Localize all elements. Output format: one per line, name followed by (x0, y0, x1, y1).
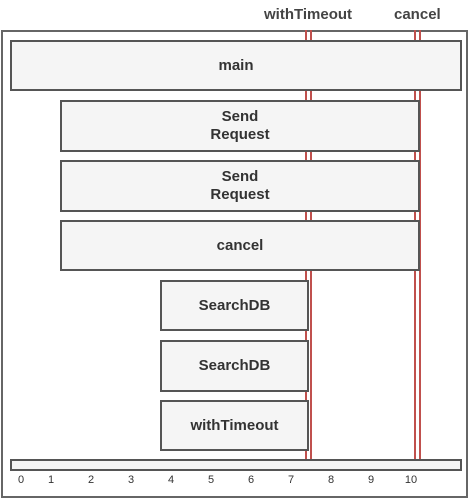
axis-tick-label: 6 (247, 474, 255, 486)
span-bar: cancel (60, 220, 420, 271)
axis-tick-label: 10 (404, 474, 418, 486)
span-bar: withTimeout (160, 400, 309, 451)
span-bar: Send Request (60, 160, 420, 212)
axis-tick-label: 2 (87, 474, 95, 486)
axis-tick-label: 0 (17, 474, 25, 486)
axis-tick-label: 5 (207, 474, 215, 486)
span-bar: SearchDB (160, 340, 309, 392)
span-bar: SearchDB (160, 280, 309, 331)
axis-tick-label: 4 (167, 474, 175, 486)
axis-tick-label: 9 (367, 474, 375, 486)
axis-tick-label: 8 (327, 474, 335, 486)
axis-tick-label: 1 (47, 474, 55, 486)
time-axis (10, 459, 462, 471)
axis-tick-label: 3 (127, 474, 135, 486)
marker-label: cancel (394, 6, 441, 23)
axis-tick-label: 7 (287, 474, 295, 486)
span-bar: main (10, 40, 462, 91)
marker-line (419, 30, 421, 460)
marker-label: withTimeout (264, 6, 353, 23)
span-bar: Send Request (60, 100, 420, 152)
diagram-frame (1, 30, 468, 498)
